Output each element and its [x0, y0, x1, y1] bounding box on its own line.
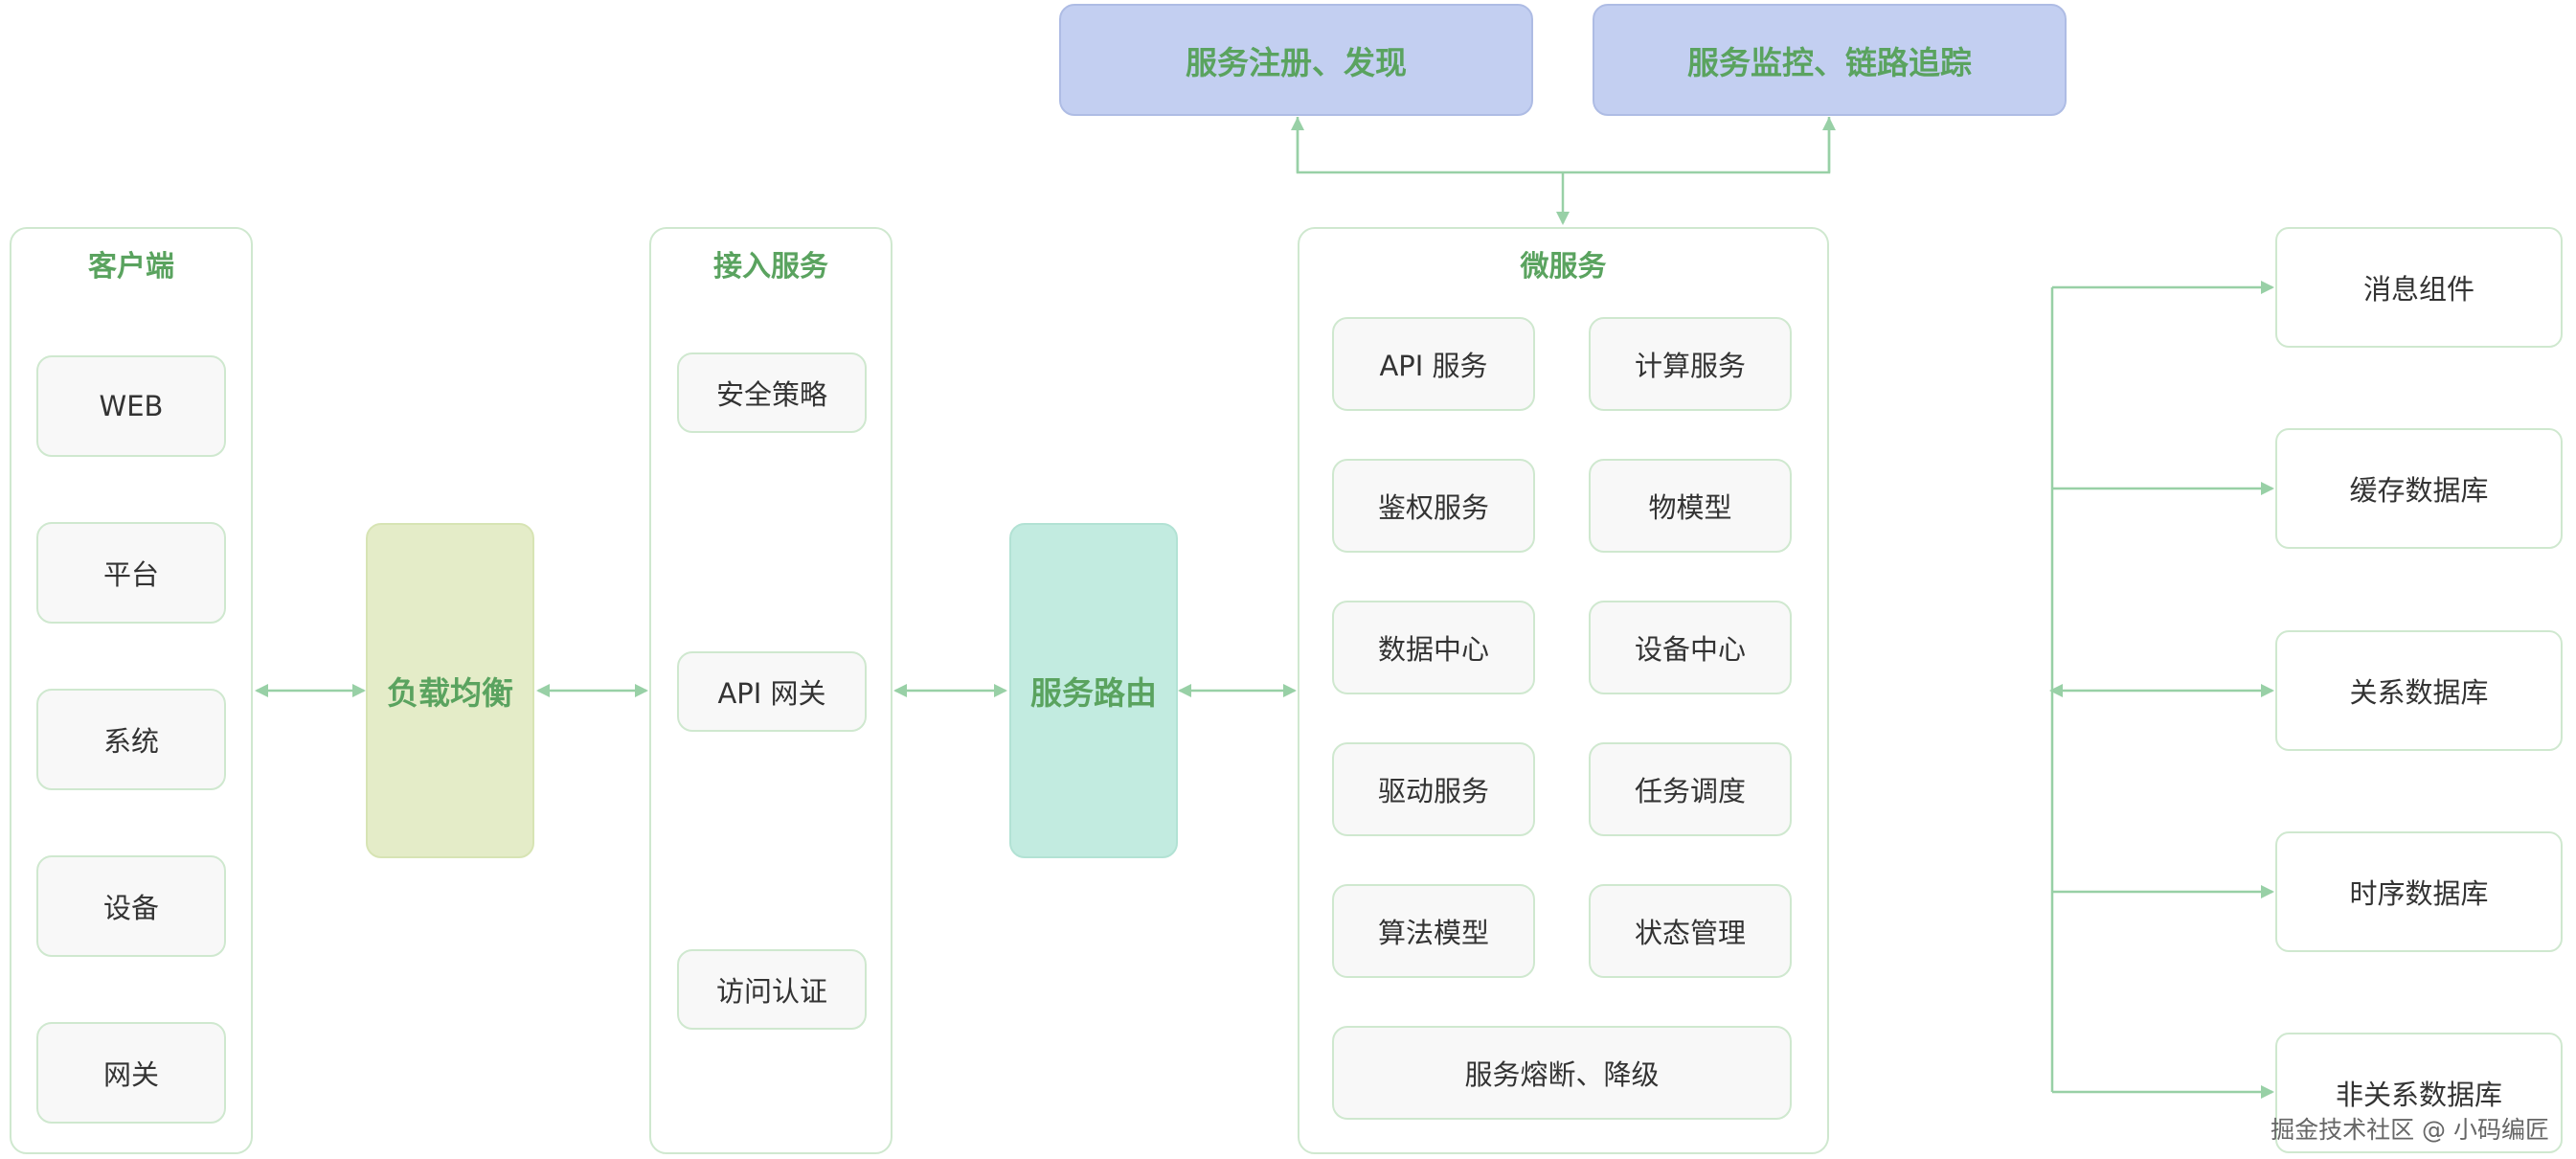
service-monitor-box: 服务监控、链路追踪 — [1593, 4, 2067, 116]
client-title: 客户端 — [88, 250, 174, 284]
storage-nosql-db: 非关系数据库 — [2275, 1033, 2563, 1153]
load-balancer-label: 负载均衡 — [387, 674, 513, 712]
watermark-text: 掘金技术社区 @ 小码编匠 — [2271, 1116, 2549, 1144]
microservices-panel: 微服务 API 服务 计算服务 鉴权服务 物模型 数据中心 设备中心 驱动服务 … — [1298, 227, 1829, 1154]
storage-cache-db: 缓存数据库 — [2275, 428, 2563, 549]
client-panel: 客户端 WEB 平台 系统 设备 网关 — [10, 227, 253, 1154]
micro-item-driver-service: 驱动服务 — [1332, 742, 1535, 836]
storage-relational-db: 关系数据库 — [2275, 630, 2563, 751]
micro-item-api-service: API 服务 — [1332, 317, 1535, 411]
client-item-web: WEB — [36, 355, 226, 457]
service-registry-label: 服务注册、发现 — [1186, 43, 1407, 81]
api-gateway-box: API 网关 — [677, 651, 867, 732]
security-policy-box: 安全策略 — [677, 352, 867, 433]
arrow-top-tree — [1296, 117, 1831, 174]
service-monitor-label: 服务监控、链路追踪 — [1687, 43, 1972, 81]
micro-item-circuit-breaker: 服务熔断、降级 — [1332, 1026, 1792, 1120]
micro-item-state-management: 状态管理 — [1589, 884, 1792, 978]
load-balancer-box: 负载均衡 — [366, 523, 534, 858]
micro-item-task-scheduler: 任务调度 — [1589, 742, 1792, 836]
client-item-platform: 平台 — [36, 522, 226, 624]
access-auth-box: 访问认证 — [677, 949, 867, 1030]
service-router-label: 服务路由 — [1030, 674, 1157, 712]
storage-timeseries-db: 时序数据库 — [2275, 831, 2563, 952]
client-item-device: 设备 — [36, 855, 226, 957]
micro-item-algorithm-model: 算法模型 — [1332, 884, 1535, 978]
access-title: 接入服务 — [713, 250, 828, 284]
micro-item-data-center: 数据中心 — [1332, 601, 1535, 694]
client-item-gateway: 网关 — [36, 1022, 226, 1124]
client-item-system: 系统 — [36, 689, 226, 790]
micro-item-auth-service: 鉴权服务 — [1332, 459, 1535, 553]
access-panel: 接入服务 安全策略 API 网关 访问认证 — [649, 227, 893, 1154]
service-registry-box: 服务注册、发现 — [1059, 4, 1533, 116]
micro-item-device-center: 设备中心 — [1589, 601, 1792, 694]
storage-message-component: 消息组件 — [2275, 227, 2563, 348]
micro-item-thing-model: 物模型 — [1589, 459, 1792, 553]
service-router-box: 服务路由 — [1009, 523, 1178, 858]
micro-item-compute-service: 计算服务 — [1589, 317, 1792, 411]
microservices-title: 微服务 — [1520, 250, 1607, 284]
